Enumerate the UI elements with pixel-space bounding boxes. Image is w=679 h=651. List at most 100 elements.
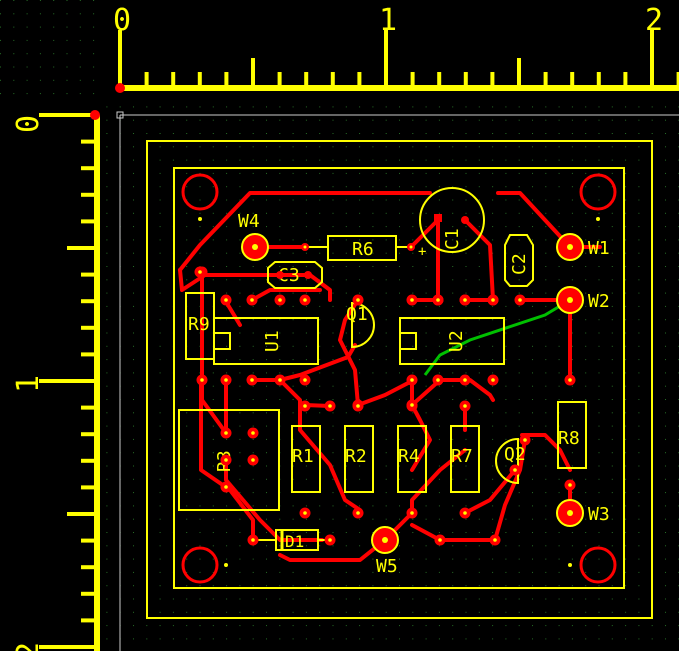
pad-drill [523, 438, 527, 442]
pad-drill [410, 403, 414, 407]
pad-drill [410, 511, 414, 515]
left-ruler-label-1: 1 [11, 375, 46, 393]
through-hole-pads[interactable] [194, 266, 576, 546]
board-outline-inner[interactable] [173, 167, 625, 589]
pad-drill [224, 298, 228, 302]
pad-drill [356, 404, 360, 408]
pad-drill [463, 511, 467, 515]
component-r6[interactable]: R6 [301, 235, 415, 261]
label-w2: W2 [588, 291, 610, 312]
pad-drill [410, 378, 414, 382]
pad-drill [303, 404, 307, 408]
pad-drill [303, 298, 307, 302]
pad-drill [328, 538, 332, 542]
ratsnest-line [423, 298, 571, 376]
component-c2[interactable]: C2 [504, 234, 534, 287]
pad-drill [200, 378, 204, 382]
pad-drill [251, 538, 255, 542]
top-ruler-label-2: 2 [645, 3, 663, 38]
component-c1[interactable]: C1 + [418, 187, 485, 260]
component-q1[interactable]: Q1 [346, 301, 375, 349]
pad-drill [198, 270, 202, 274]
pad-drill [251, 431, 255, 435]
label-r4: R4 [398, 446, 420, 467]
pad-drill [224, 485, 228, 489]
pad-drill [251, 458, 255, 462]
component-q2[interactable]: Q2 [495, 437, 526, 485]
pad-drill [463, 404, 467, 408]
label-r2: R2 [345, 446, 367, 467]
pad-drill [436, 298, 440, 302]
component-u1[interactable]: U1 [213, 317, 319, 365]
pad-drill [224, 458, 228, 462]
wire-pad-w4[interactable]: W4 [238, 211, 269, 261]
pad-drill [513, 468, 517, 472]
component-r7[interactable]: R7 [450, 425, 480, 493]
pad-drill [463, 378, 467, 382]
mounting-hole-top-right [579, 173, 617, 211]
mounting-holes[interactable] [181, 173, 617, 584]
label-u2: U2 [446, 330, 467, 352]
pad-drill [250, 378, 254, 382]
component-c3[interactable]: C3 [267, 261, 323, 289]
label-r7: R7 [451, 446, 473, 467]
pad-drill [278, 378, 282, 382]
pad-drill [518, 298, 522, 302]
pad-drill [436, 378, 440, 382]
left-ruler[interactable]: 0 1 2 [0, 104, 104, 651]
label-u1: U1 [262, 330, 283, 352]
component-u2[interactable]: U2 [399, 317, 505, 365]
pad-drill [568, 378, 572, 382]
label-r8: R8 [558, 428, 580, 449]
pad-drill [438, 538, 442, 542]
label-c2: C2 [509, 253, 530, 275]
pad-drill [356, 511, 360, 515]
label-w4: W4 [238, 211, 260, 232]
label-r9: R9 [188, 314, 210, 335]
pad-drill [250, 298, 254, 302]
label-c1: C1 [442, 228, 463, 250]
label-q1: Q1 [346, 304, 368, 325]
label-r1: R1 [292, 446, 314, 467]
component-r2[interactable]: R2 [344, 425, 374, 493]
left-ruler-origin-marker [90, 110, 100, 120]
label-w3: W3 [588, 504, 610, 525]
label-d1: D1 [285, 532, 304, 551]
component-r4[interactable]: R4 [397, 425, 427, 493]
pad-drill [278, 298, 282, 302]
pad-drill [224, 431, 228, 435]
label-w5: W5 [376, 556, 398, 577]
label-q2: Q2 [504, 444, 526, 465]
mounting-hole-top-left [181, 173, 219, 211]
component-r1[interactable]: R1 [291, 425, 321, 493]
top-ruler-label-0: 0 [113, 3, 131, 38]
pad-drill [463, 298, 467, 302]
top-ruler[interactable]: 0 1 2 [104, 0, 679, 100]
wire-pad-w1[interactable]: W1 [556, 233, 610, 261]
pad-drill [568, 483, 572, 487]
pad-drill [356, 298, 360, 302]
left-ruler-label-0: 0 [11, 115, 46, 133]
wire-pad-w5[interactable]: W5 [371, 526, 399, 577]
pad-drill [303, 378, 307, 382]
label-c3: C3 [278, 265, 300, 286]
wire-pad-w2[interactable]: W2 [556, 286, 610, 314]
label-r6: R6 [352, 239, 374, 260]
board-outline-outer[interactable] [146, 140, 653, 619]
top-ruler-origin-marker [115, 83, 125, 93]
component-r8[interactable]: R8 [557, 401, 587, 469]
pad-drill [491, 378, 495, 382]
left-ruler-label-2: 2 [11, 642, 46, 651]
component-d1[interactable]: D1 [253, 529, 330, 551]
pad-drill [328, 404, 332, 408]
top-ruler-label-1: 1 [379, 3, 397, 38]
pad-drill [224, 378, 228, 382]
pad-drill [491, 298, 495, 302]
wire-pad-w3[interactable]: W3 [556, 499, 610, 527]
pad-drill [303, 511, 307, 515]
origin-marker [116, 111, 124, 119]
mounting-hole-bottom-left [181, 546, 219, 584]
